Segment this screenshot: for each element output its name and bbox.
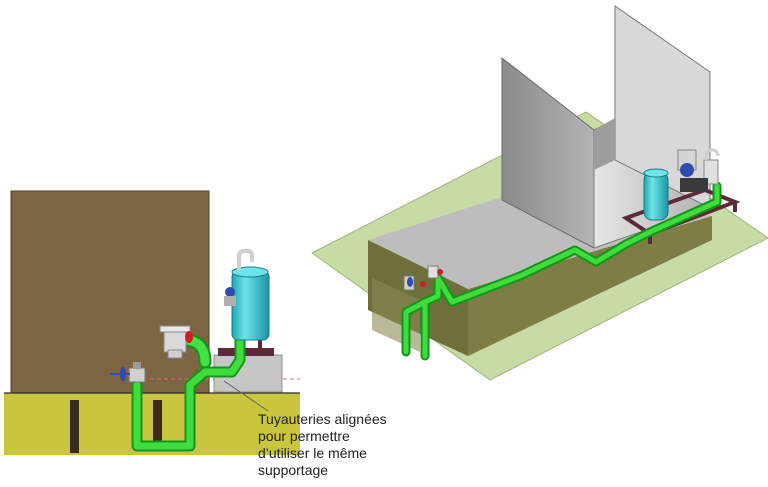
tank-isometric — [643, 148, 720, 221]
right-pipe-run — [401, 181, 722, 361]
support-beam — [218, 348, 274, 356]
annotation-line-1: Tuyauteries alignées — [258, 411, 387, 427]
left-elevation-view — [4, 190, 300, 455]
gate-valve-left — [110, 362, 146, 383]
trench-slot-right — [153, 400, 162, 445]
right-isometric-view — [311, 5, 768, 381]
valve-group-isometric — [403, 265, 443, 291]
annotation-line-2: pour permettre — [258, 428, 350, 444]
tee-fitting — [159, 325, 193, 359]
annotation-line-4: supportage — [258, 462, 329, 478]
annotation-line-3: d’utiliser le même — [258, 445, 367, 461]
annotation-leader-line — [223, 380, 269, 412]
slab-right-face — [468, 216, 712, 356]
trench-slot-left — [70, 400, 79, 453]
slab-front-face — [368, 240, 468, 356]
brown-wall — [10, 190, 210, 395]
tank-left — [224, 249, 270, 341]
tall-wall-side — [594, 118, 615, 170]
tank-leg-right — [258, 338, 262, 350]
pipe-alignment-annotation: Tuyauteries alignées pour permettre d’ut… — [258, 411, 408, 479]
